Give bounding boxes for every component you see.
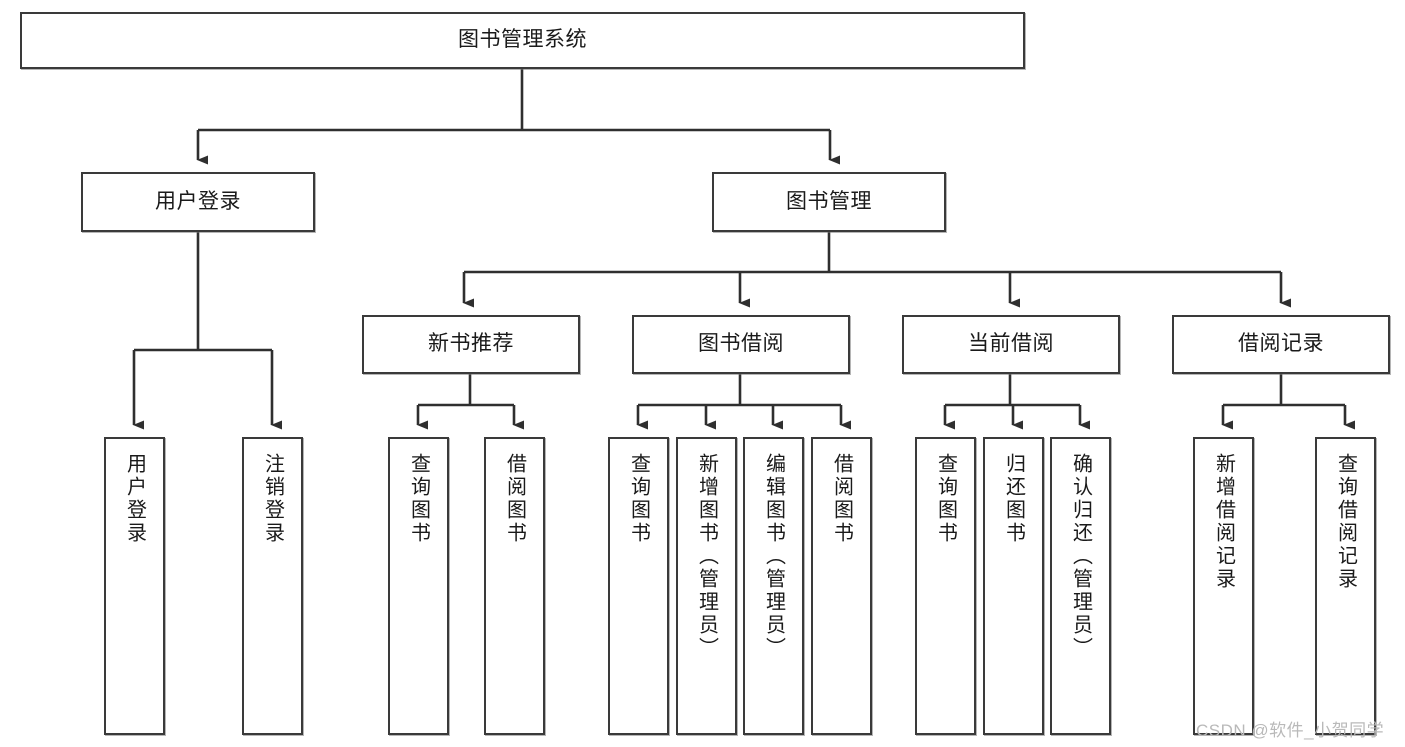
leaf-query-book-current[interactable]: 查询图书	[915, 437, 976, 735]
leaf-borrow-book-newbook[interactable]: 借阅图书	[484, 437, 545, 735]
node-current-borrow[interactable]: 当前借阅	[902, 315, 1120, 374]
node-label: 借阅图书	[830, 453, 853, 545]
leaf-query-book-newbook[interactable]: 查询图书	[388, 437, 449, 735]
node-label: 确认归还（管理员）	[1069, 453, 1092, 660]
leaf-query-book-borrow[interactable]: 查询图书	[608, 437, 669, 735]
node-label: 查询图书	[627, 453, 650, 545]
leaf-logout[interactable]: 注销登录	[242, 437, 303, 735]
leaf-return-book[interactable]: 归还图书	[983, 437, 1044, 735]
node-label: 查询图书	[934, 453, 957, 545]
node-label: 新增借阅记录	[1212, 453, 1235, 591]
node-label: 新书推荐	[428, 332, 514, 356]
node-label: 归还图书	[1002, 453, 1025, 545]
node-label: 借阅图书	[503, 453, 526, 545]
node-label: 当前借阅	[968, 332, 1054, 356]
leaf-add-borrow-record[interactable]: 新增借阅记录	[1193, 437, 1254, 735]
node-label: 图书管理	[786, 189, 872, 213]
node-label: 图书借阅	[698, 332, 784, 356]
watermark-text: CSDN @软件_小贺同学	[1196, 721, 1385, 740]
node-label: 借阅记录	[1238, 332, 1324, 356]
node-label: 查询借阅记录	[1334, 453, 1357, 591]
node-book-borrow[interactable]: 图书借阅	[632, 315, 850, 374]
leaf-add-book-admin[interactable]: 新增图书（管理员）	[676, 437, 737, 735]
node-label: 编辑图书（管理员）	[762, 453, 785, 660]
leaf-query-borrow-record[interactable]: 查询借阅记录	[1315, 437, 1376, 735]
node-book-management[interactable]: 图书管理	[712, 172, 946, 232]
node-label: 图书管理系统	[458, 28, 587, 52]
leaf-borrow-book[interactable]: 借阅图书	[811, 437, 872, 735]
leaf-confirm-return-admin[interactable]: 确认归还（管理员）	[1050, 437, 1111, 735]
node-new-book-recommend[interactable]: 新书推荐	[362, 315, 580, 374]
node-label: 用户登录	[123, 453, 146, 545]
node-root-system[interactable]: 图书管理系统	[20, 12, 1025, 69]
node-label: 新增图书（管理员）	[695, 453, 718, 660]
node-borrow-record[interactable]: 借阅记录	[1172, 315, 1390, 374]
node-label: 用户登录	[155, 189, 241, 213]
node-label: 查询图书	[407, 453, 430, 545]
leaf-edit-book-admin[interactable]: 编辑图书（管理员）	[743, 437, 804, 735]
node-label: 注销登录	[261, 453, 284, 545]
leaf-user-login[interactable]: 用户登录	[104, 437, 165, 735]
node-user-login[interactable]: 用户登录	[81, 172, 315, 232]
